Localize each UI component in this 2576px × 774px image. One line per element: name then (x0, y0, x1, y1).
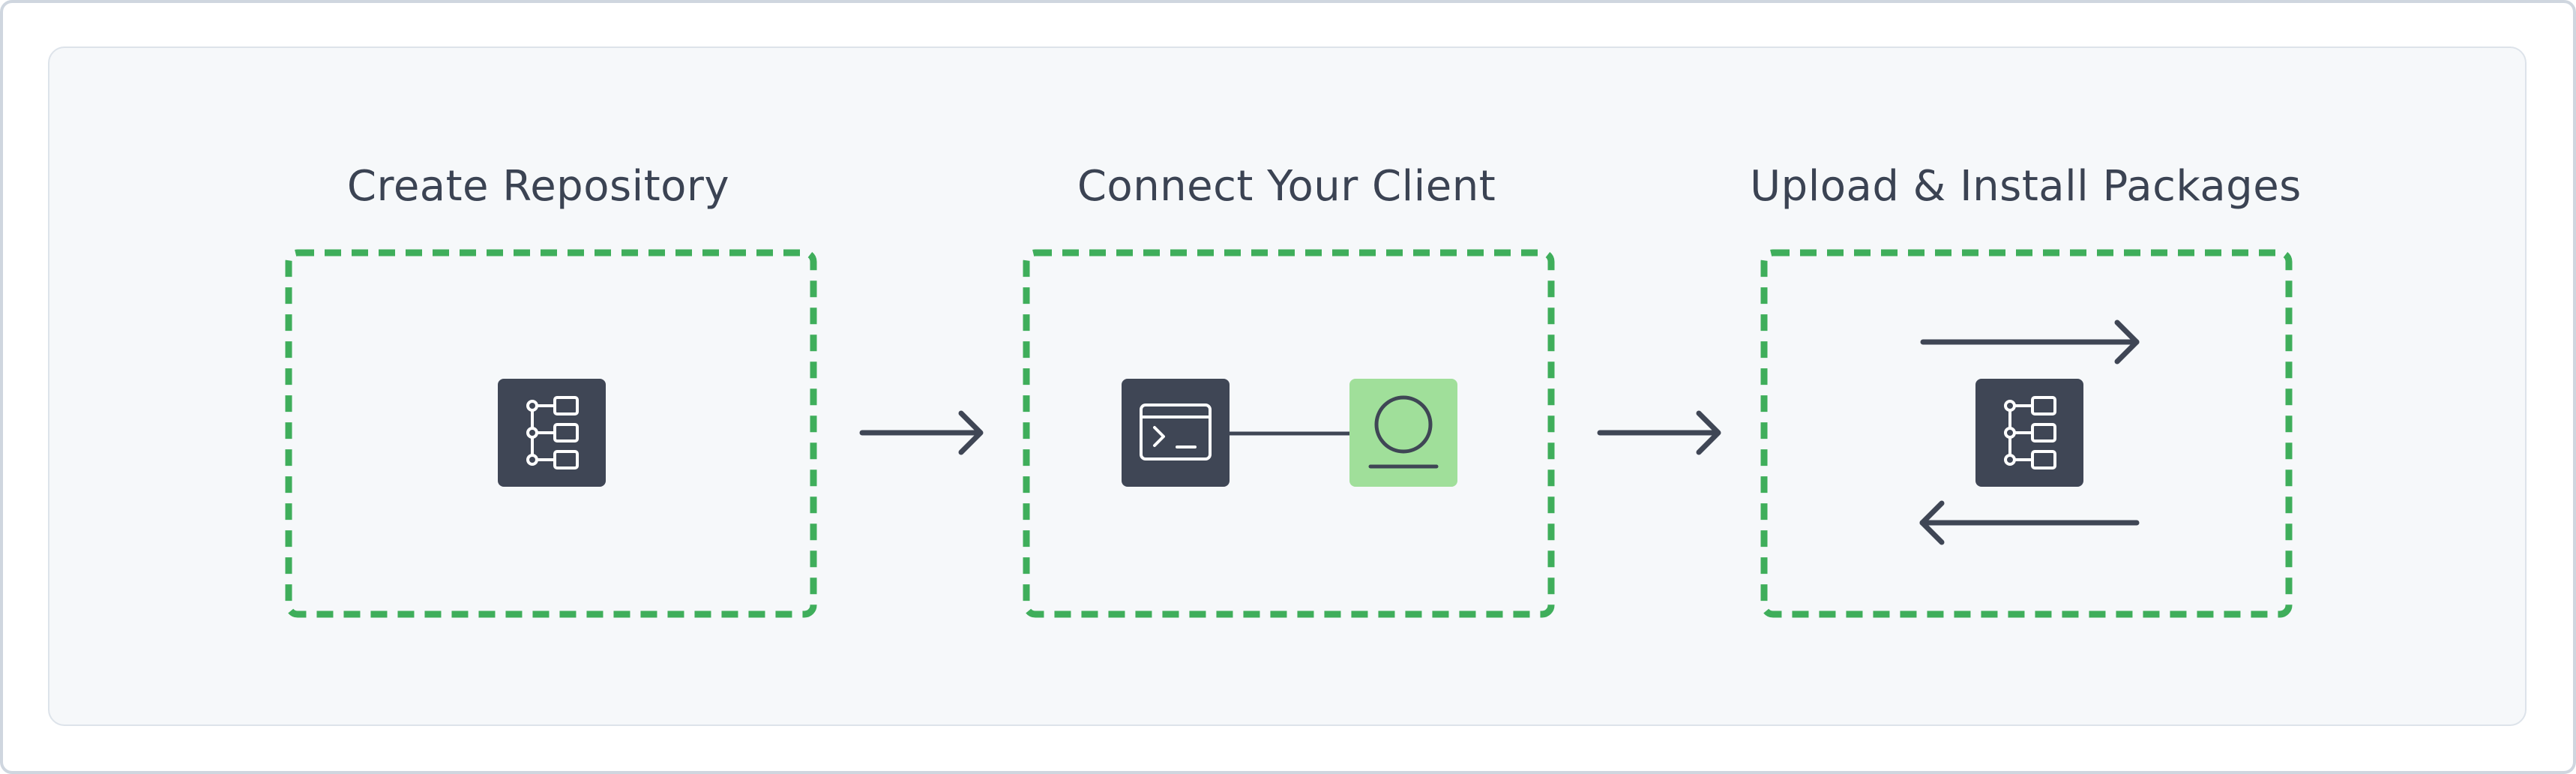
step-2-title: Connect Your Client (1077, 162, 1496, 211)
step-3-title: Upload & Install Packages (1750, 162, 2302, 211)
step-2-box (1023, 249, 1555, 618)
upload-arrow-icon (1920, 320, 2140, 364)
repository-tree-icon (1975, 379, 2083, 487)
step-1-title: Create Repository (346, 162, 730, 211)
step-1-box (285, 249, 817, 618)
flow-arrow-2 (1597, 410, 1721, 455)
step-3-box (1760, 249, 2293, 618)
repository-tree-icon (498, 379, 606, 487)
download-arrow-icon (1919, 500, 2140, 545)
client-user-icon (1349, 379, 1457, 487)
terminal-icon (1122, 379, 1230, 487)
flow-arrow-1 (859, 410, 984, 455)
